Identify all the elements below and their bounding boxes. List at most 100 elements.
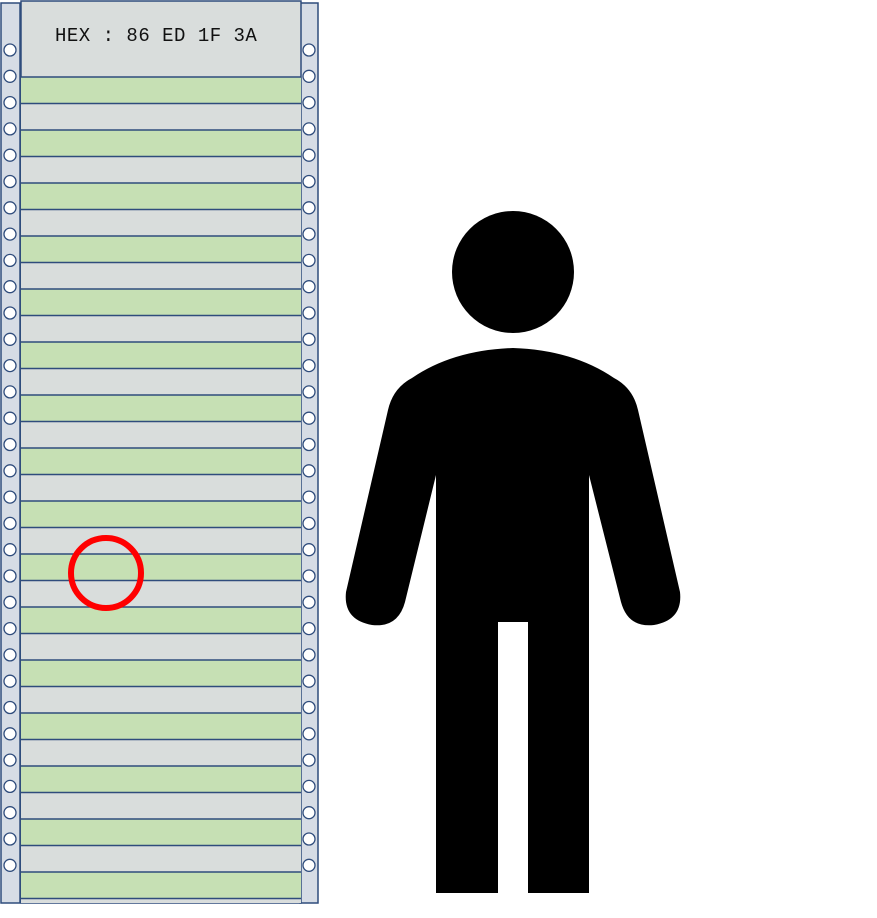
hex-header-text: HEX : 86 ED 1F 3A: [55, 25, 257, 47]
right-tractor-hole: [302, 806, 316, 820]
left-tractor-hole: [3, 674, 17, 688]
left-tractor-hole: [3, 832, 17, 846]
paper-stripe: [21, 77, 301, 104]
paper-stripe: [21, 686, 301, 713]
paper-stripe: [21, 872, 301, 899]
paper-stripe: [21, 739, 301, 766]
paper-stripe: [21, 209, 301, 236]
paper-stripe: [21, 660, 301, 687]
right-tractor-hole: [302, 832, 316, 846]
left-tractor-hole: [3, 727, 17, 741]
right-tractor-hole: [302, 227, 316, 241]
paper-stripe: [21, 580, 301, 607]
paper-stripe: [21, 262, 301, 289]
printout: HEX : 86 ED 1F 3A: [0, 0, 319, 904]
left-tractor-hole: [3, 648, 17, 662]
left-tractor-hole: [3, 858, 17, 872]
right-tractor-hole: [302, 779, 316, 794]
left-tractor-hole: [3, 806, 17, 820]
left-tractor-hole: [3, 358, 17, 373]
left-tractor-hole: [3, 174, 17, 189]
paper-rules: [21, 76, 301, 900]
person-silhouette-icon: [345, 211, 681, 893]
person-body: [345, 348, 681, 893]
right-tractor-hole: [302, 174, 316, 189]
left-tractor-hole: [3, 569, 17, 583]
left-tractor-hole: [3, 516, 17, 531]
right-tractor-hole: [302, 464, 316, 478]
right-tractor-hole: [302, 411, 316, 425]
paper-stripe: [21, 898, 301, 903]
left-tractor-hole: [3, 464, 17, 478]
left-tractor-hole: [3, 411, 17, 425]
paper-stripe: [21, 368, 301, 395]
right-tractor-hole: [302, 595, 316, 609]
left-tractor-hole: [3, 753, 17, 767]
left-tractor-hole: [3, 253, 17, 268]
right-tractor-strip: [299, 2, 319, 904]
left-tractor-hole: [3, 700, 17, 715]
paper-stripe: [21, 792, 301, 819]
right-tractor-hole: [302, 201, 316, 215]
paper-stripe: [21, 342, 301, 369]
left-tractor-hole: [3, 280, 17, 294]
paper-stripe: [21, 156, 301, 183]
paper-stripes: [21, 77, 301, 903]
right-tractor-hole: [302, 253, 316, 268]
left-tractor-hole: [3, 543, 17, 557]
paper-stripe: [21, 713, 301, 740]
paper-stripe: [21, 421, 301, 448]
tractor-holes: [3, 43, 316, 872]
left-tractor-hole: [3, 148, 17, 162]
left-tractor-hole: [3, 227, 17, 241]
paper-stripe: [21, 395, 301, 422]
left-tractor-hole: [3, 490, 17, 504]
left-tractor-hole: [3, 621, 17, 636]
right-tractor-hole: [302, 753, 316, 767]
left-tractor-hole: [3, 201, 17, 215]
right-tractor-hole: [302, 858, 316, 872]
right-tractor-hole: [302, 43, 316, 57]
left-tractor-hole: [3, 595, 17, 609]
right-tractor-hole: [302, 569, 316, 583]
left-tractor-hole: [3, 95, 17, 110]
right-tractor-hole: [302, 516, 316, 531]
right-tractor-hole: [302, 358, 316, 373]
right-tractor-hole: [302, 543, 316, 557]
paper-stripe: [21, 236, 301, 263]
paper-stripe: [21, 527, 301, 554]
left-tractor-strip: [0, 2, 21, 904]
right-tractor-hole: [302, 122, 316, 136]
left-tractor-hole: [3, 69, 17, 83]
right-tractor-hole: [302, 674, 316, 688]
right-tractor-hole: [302, 621, 316, 636]
left-tractor-hole: [3, 779, 17, 794]
right-tractor-hole: [302, 700, 316, 715]
paper-stripe: [21, 183, 301, 210]
person-head: [452, 211, 574, 333]
paper-stripe: [21, 474, 301, 501]
right-tractor-hole: [302, 95, 316, 110]
paper-stripe: [21, 766, 301, 793]
left-tractor-hole: [3, 43, 17, 57]
right-tractor-hole: [302, 280, 316, 294]
left-tractor-hole: [3, 306, 17, 320]
right-tractor-hole: [302, 437, 316, 452]
paper-stripe: [21, 448, 301, 475]
right-tractor-hole: [302, 385, 316, 399]
right-tractor-hole: [302, 69, 316, 83]
left-tractor-hole: [3, 332, 17, 346]
paper-stripe: [21, 130, 301, 157]
paper-stripe: [21, 501, 301, 528]
right-tractor-hole: [302, 148, 316, 162]
paper-stripe: [21, 315, 301, 342]
paper-stripe: [21, 819, 301, 846]
right-tractor-hole: [302, 306, 316, 320]
right-tractor-hole: [302, 332, 316, 346]
paper-stripe: [21, 845, 301, 872]
right-tractor-hole: [302, 727, 316, 741]
red-marker-circle: [68, 535, 144, 611]
paper-stripe: [21, 554, 301, 581]
paper-stripe: [21, 289, 301, 316]
paper-stripe: [21, 103, 301, 130]
